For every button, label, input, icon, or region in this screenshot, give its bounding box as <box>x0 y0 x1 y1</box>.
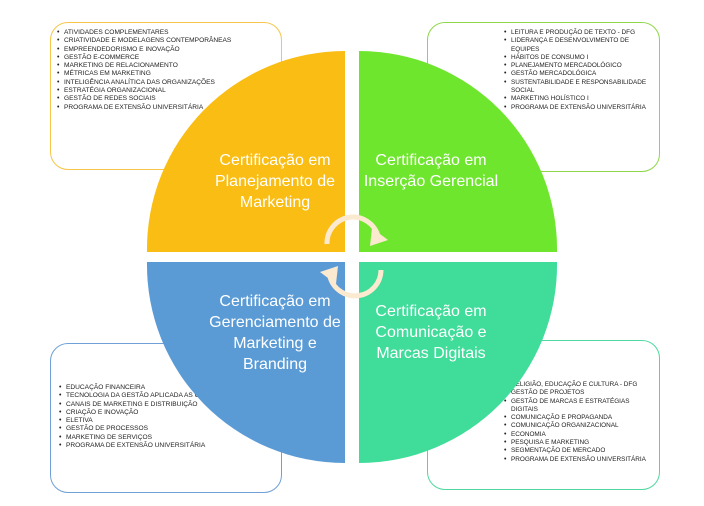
cycle-arrows-icon <box>320 214 388 299</box>
list-item: Criatividade e Modelagens Contemporâneas <box>57 37 273 46</box>
course-list-gerenciamento: Educação FinanceiraTecnologia da Gestão … <box>59 384 273 451</box>
list-item: Tecnologia da Gestão Aplicada as Organiz… <box>59 392 273 401</box>
course-list-planejamento: Atividades ComplementaresCriatividade e … <box>57 29 273 112</box>
quadrant-top-left <box>146 51 345 252</box>
list-item: Educação Financeira <box>59 384 273 393</box>
list-item: Marketing de Relacionamento <box>57 62 273 71</box>
list-item: Eletiva <box>59 417 273 426</box>
list-item: Métricas em Marketing <box>57 70 273 79</box>
list-item: Estratégia Organizacional <box>57 87 273 96</box>
list-item: Marketing de Serviços <box>59 434 273 443</box>
list-item: Planejamento Mercadológico <box>504 62 651 71</box>
quadrant-top-right <box>359 51 558 252</box>
list-item: Pesquisa e Marketing <box>504 439 651 448</box>
quadrant-title-gerenciamento: Certificação em Gerenciamento de Marketi… <box>209 293 341 373</box>
list-item: Hábitos de Consumo I <box>504 54 651 63</box>
list-item: Programa de Extensão Universitária <box>504 104 651 113</box>
list-item: Economia <box>504 431 651 440</box>
list-item: Leitura e Produção de Texto - DFG <box>504 29 651 38</box>
list-item: Atividades Complementares <box>57 29 273 38</box>
list-item: Canais de Marketing e Distribuição <box>59 401 273 410</box>
list-item: Inteligência Analítica das Organizações <box>57 79 273 88</box>
list-item: Criação e Inovação <box>59 409 273 418</box>
list-item: Segmentação de Mercado <box>504 447 651 456</box>
list-item: Gestão Mercadológica <box>504 70 651 79</box>
list-item: Gestão e-Commerce <box>57 54 273 63</box>
list-item: Comunicação e Propaganda <box>504 414 651 423</box>
list-item: Programa de Extensão Universitária <box>504 456 651 465</box>
list-item: Programa de Extensão Universitária <box>57 104 273 113</box>
list-item: Marketing Holístico I <box>504 95 651 104</box>
quadrant-title-planejamento: Certificação em Planejamento de Marketin… <box>214 152 336 211</box>
list-item: Programa de Extensão Universitária <box>59 442 273 451</box>
list-item: Gestão de Marcas e Estratégias Digitais <box>504 398 651 415</box>
list-item: Liderança e Desenvolvimento de Equipes <box>504 37 651 54</box>
list-item: Gestão de Processos <box>59 425 273 434</box>
quadrant-bottom-right <box>359 262 558 464</box>
list-item: Gestão de Redes Sociais <box>57 95 273 104</box>
list-item: Empreendedorismo e Inovação <box>57 46 273 55</box>
course-list-insercao: Leitura e Produção de Texto - DFGLideran… <box>504 29 651 112</box>
quadrant-title-comunicacao: Certificação em Comunicação e Marcas Dig… <box>375 303 487 362</box>
course-list-comunicacao: Religião, Educação e Cultura - DFGGestão… <box>504 381 651 464</box>
list-item: Comunicação Organizacional <box>504 422 651 431</box>
quadrant-bottom-left <box>146 262 345 463</box>
list-item: Sustentabilidade e Responsabilidade Soci… <box>504 79 651 96</box>
quadrant-title-insercao: Certificação em Inserção Gerencial <box>363 152 499 190</box>
